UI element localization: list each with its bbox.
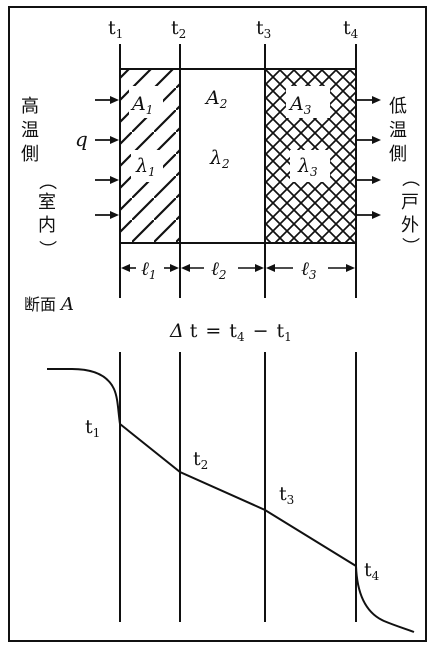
outdoor-boundary-layer-curve: [355, 565, 415, 633]
thickness-label-2: ℓ2: [211, 258, 227, 282]
outflow-arrowhead-3: [372, 176, 381, 184]
dim-2-left-head: [181, 264, 190, 272]
layer-labels: A1 A2 A3 λ1 λ2 λ3: [130, 87, 318, 179]
inflow-arrowhead-4: [110, 211, 119, 219]
outflow-arrowhead-2: [372, 136, 381, 144]
profile-temperature-labels: t1 t2 t3 t4: [85, 416, 380, 583]
left-side-char-5: 内: [38, 215, 56, 236]
outflow-arrowhead-1: [372, 96, 381, 104]
profile-label-t2: t2: [193, 448, 208, 472]
profile-boundary-lines: [119, 352, 357, 622]
dim-1-right-head: [170, 264, 179, 272]
label-clear-a1: [129, 86, 163, 118]
right-side-char-5: 外: [401, 215, 419, 236]
inflow-arrowhead-1: [110, 96, 119, 104]
inflow-arrowhead-3: [110, 176, 119, 184]
right-side-label: 低 温 側 （ 戸 外 ）: [389, 96, 420, 255]
boundary-lines: [119, 44, 357, 298]
right-side-paren-close: ）: [399, 237, 420, 255]
inflow-arrows: [95, 96, 119, 219]
thickness-dimensions: [121, 264, 355, 272]
left-side-paren-open: （: [36, 172, 57, 190]
thickness-label-3: ℓ3: [301, 258, 317, 282]
dim-2-right-head: [255, 264, 264, 272]
top-label-t2: t2: [171, 17, 186, 41]
wall-section: [120, 68, 356, 244]
label-clear-a3: [286, 86, 330, 118]
area-label-a3: A3: [288, 93, 312, 117]
outflow-arrowhead-4: [372, 211, 381, 219]
thickness-labels: ℓ1 ℓ2 ℓ3: [141, 258, 317, 282]
top-label-t4: t4: [343, 17, 359, 41]
left-side-paren-close: ）: [36, 240, 57, 258]
left-side-char-1: 高: [21, 96, 39, 117]
profile-label-t3: t3: [279, 483, 294, 507]
profile-label-t1: t1: [85, 416, 100, 440]
dim-3-right-head: [346, 264, 355, 272]
left-side-char-4: 室: [38, 192, 56, 213]
left-side-char-3: 側: [21, 144, 39, 165]
right-side-paren-open: （: [399, 169, 420, 187]
outflow-arrows: [357, 96, 381, 219]
heat-flow-label: q: [75, 127, 88, 151]
left-side-label: 高 温 側 （ 室 内 ）: [21, 96, 57, 258]
inflow-arrowhead-2: [110, 136, 119, 144]
top-label-t3: t3: [256, 17, 271, 41]
label-clear-l3: [290, 150, 330, 182]
wall-temperature-line: [119, 423, 357, 567]
top-label-t1: t1: [108, 17, 123, 41]
conductivity-label-l1: λ1: [135, 155, 156, 179]
thickness-label-1: ℓ1: [141, 258, 157, 282]
right-side-char-2: 温: [389, 120, 407, 141]
right-side-char-4: 戸: [401, 192, 419, 213]
dim-3-left-head: [266, 264, 275, 272]
conductivity-label-l2: λ2: [209, 147, 230, 171]
area-label-a1: A1: [130, 93, 153, 117]
indoor-boundary-layer-curve: [47, 368, 121, 425]
area-label-a2: A2: [204, 87, 227, 111]
right-side-char-1: 低: [389, 96, 407, 117]
outer-frame: [8, 6, 427, 642]
dim-1-left-head: [121, 264, 130, 272]
profile-label-t4: t4: [364, 559, 380, 583]
left-side-char-2: 温: [21, 120, 39, 141]
label-clear-l1: [131, 150, 163, 182]
right-side-char-3: 側: [389, 144, 407, 165]
temperature-curve: [47, 368, 415, 633]
conductivity-label-l3: λ3: [297, 155, 318, 179]
top-temperature-labels: t1 t2 t3 t4: [108, 17, 359, 41]
